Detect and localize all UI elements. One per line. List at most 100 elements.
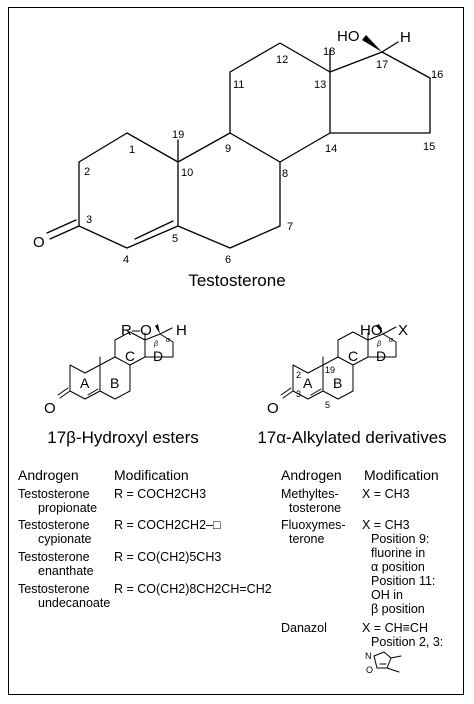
ester-ring-a-label: A [80,375,90,391]
ester-row-3-name-2: enanthate [38,564,94,578]
alkyl-double-bond [310,388,322,396]
alkyl-row-3-mod-1: X = CH≡CH [362,621,428,635]
alkyl-row-2-mod-7: β position [371,602,425,616]
alkyl-oxo-bond-2 [280,387,292,396]
position-7: 7 [287,221,293,233]
ester-o-wedge [155,324,160,334]
isoxazole-bonds [373,651,392,669]
ring-b-bonds [177,132,281,249]
position-16: 16 [431,69,443,81]
ester-row-4-modification: R = CO(CH2)8CH2CH=CH2 [114,582,272,596]
ester-ro-label: R–O [121,322,152,339]
ester-double-bond [87,388,99,396]
alkyl-row-2-mod-5: Position 11: [371,574,435,588]
position-14: 14 [325,143,337,155]
testosterone-structure: HO H O 1 2 3 4 5 6 7 8 9 10 11 12 13 14 … [33,28,443,290]
alkyl-ring-c [337,331,369,366]
alkyl-ring-d-label: D [376,348,386,364]
c4-c5-double-bond [134,220,174,240]
c3-oxo-bond [49,225,80,240]
alkyl-row-1-mod: X = CH3 [362,487,410,501]
ester-alpha-label: α [166,337,171,344]
position-3: 3 [86,214,92,226]
isoxazole-n-label: N [365,651,372,661]
oxo-o-label: O [33,234,45,251]
alkyl-o-label: O [267,400,279,417]
ester-header-androgen: Androgen [18,467,79,483]
ester-row-4-name-2: undecanoate [38,596,110,610]
ester-ring-d-label: D [153,348,163,364]
position-11: 11 [233,79,244,91]
ester-row-2-name: Testosterone [18,518,90,532]
alkyl-row-1-name-2: tosterone [289,501,341,515]
alkyl-ring-d [367,333,397,358]
ester-oxo-bond-2 [57,387,69,396]
alkyl-row-2-name-2: terone [289,532,324,546]
ring-d-bonds [329,51,431,134]
position-4: 4 [123,254,129,266]
alkyl-row-2-name: Fluoxymes- [281,518,346,532]
position-5: 5 [172,233,178,245]
alkyl-ring-a-label: A [303,375,313,391]
alkyl-row-3-mod-2: Position 2, 3: [371,635,443,649]
position-1: 1 [129,144,135,156]
ester-row-3-modification: R = CO(CH2)5CH3 [114,550,221,564]
alkyl-ring-c-label: C [348,348,358,364]
ester-row-1-name-2: propionate [38,501,97,515]
position-6: 6 [225,254,231,266]
alkyl-row-2-mod-1: X = CH3 [362,518,410,532]
alkyl-row-3-name: Danazol [281,621,327,635]
isoxazole-ring-icon: N O [365,651,402,675]
position-19: 19 [172,129,184,141]
c17-h-bond [381,41,399,53]
position-15: 15 [423,141,435,153]
c17-oh-wedge [362,35,382,52]
c3-oxo-bond-2 [46,219,77,234]
alkyl-caption: 17α-Alkylated derivatives [257,428,446,447]
ester-row-2-name-2: cypionate [38,532,92,546]
alkyl-row-2-mod-3: fluorine in [371,546,425,560]
position-2: 2 [84,166,90,178]
alkyl-ho-label: HO [360,322,383,339]
ester-ring-b-label: B [110,375,119,391]
isoxazole-fuse-2 [386,667,400,673]
alkyl-ring-b [322,356,354,400]
ester-h-label: H [176,322,187,339]
position-13: 13 [314,79,326,91]
alkyl-pos-3: 3 [296,389,301,399]
ring-c-bonds [229,42,331,163]
alkyl-row-2-mod-6: OH in [371,588,403,602]
ester-row-4-name: Testosterone [18,582,90,596]
alkyl-alpha-label: α [389,337,394,344]
ester-ring-d [144,333,174,358]
alkyl-ring-b-label: B [333,375,342,391]
alkyl-row-2-mod-2: Position 9: [371,532,429,546]
alkyl-pos-5: 5 [325,400,330,410]
figure-frame [8,7,464,695]
hydroxyl-ester-structure: R–O H O β α A B C D 17β-Hydroxyl esters [44,322,199,447]
alkylated-structure: HO X O β α A B C D 2 3 5 19 17α-Alkylate… [257,322,446,447]
position-17: 17 [376,59,388,71]
alkyl-oh-wedge [376,324,383,334]
isoxazole-fuse-1 [390,655,402,659]
alkyl-header-modification: Modification [364,467,439,483]
alkyl-row-2-mod-4: α position [371,560,425,574]
ester-row-1-name: Testosterone [18,487,90,501]
ester-h-bond [159,327,173,335]
ester-header-modification: Modification [114,467,189,483]
ester-o-label: O [44,400,56,417]
ester-ring-c-label: C [125,348,135,364]
ester-row-1-modification: R = COCH2CH3 [114,487,206,501]
alkyl-x-label: X [398,322,408,339]
alkyl-x-bond [382,326,397,335]
position-18: 18 [323,46,335,58]
h-label: H [400,29,411,46]
position-10: 10 [181,167,193,179]
alkyl-header-androgen: Androgen [281,467,342,483]
testosterone-title: Testosterone [188,271,285,290]
alkyl-table: Androgen Modification Methyltes- tostero… [281,467,443,675]
ester-ring-c [114,331,146,366]
alkyl-oxo-bond [282,390,294,399]
ester-beta-label: β [153,341,158,348]
